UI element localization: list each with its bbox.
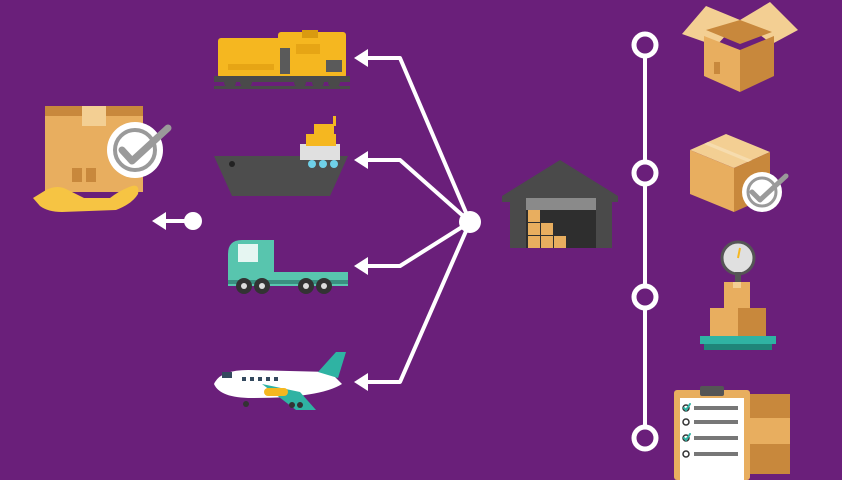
connector-plane: [364, 220, 472, 384]
arrowhead-ship: [354, 151, 368, 169]
connector-lines: [364, 56, 472, 384]
checklist-clipboard-icon: [674, 386, 790, 480]
checked-box-icon: [690, 134, 789, 212]
timeline-node-3: [631, 283, 659, 311]
connector-ship: [364, 158, 472, 224]
timeline-node-2: [631, 159, 659, 187]
arrowhead-truck: [354, 257, 368, 275]
hand-icon: [33, 185, 139, 212]
connector-train: [364, 56, 472, 224]
connector-arrowheads: [354, 49, 368, 391]
timeline-node-1: [631, 31, 659, 59]
open-box-icon: [682, 2, 798, 92]
weighing-scale-icon: [700, 240, 776, 350]
return-arrow-icon: [152, 212, 202, 230]
arrowhead-train: [354, 49, 368, 67]
warehouse-icon: [502, 160, 618, 248]
timeline-node-4: [631, 424, 659, 452]
ship-icon: [214, 116, 348, 196]
plane-icon: [214, 352, 346, 410]
truck-icon: [228, 240, 348, 294]
delivered-package: [33, 106, 202, 230]
hub-node: [459, 211, 481, 233]
connector-truck: [364, 220, 472, 268]
arrowhead-plane: [354, 373, 368, 391]
check-badge-icon: [107, 122, 172, 178]
timeline: [631, 31, 659, 452]
train-icon: [214, 30, 350, 89]
